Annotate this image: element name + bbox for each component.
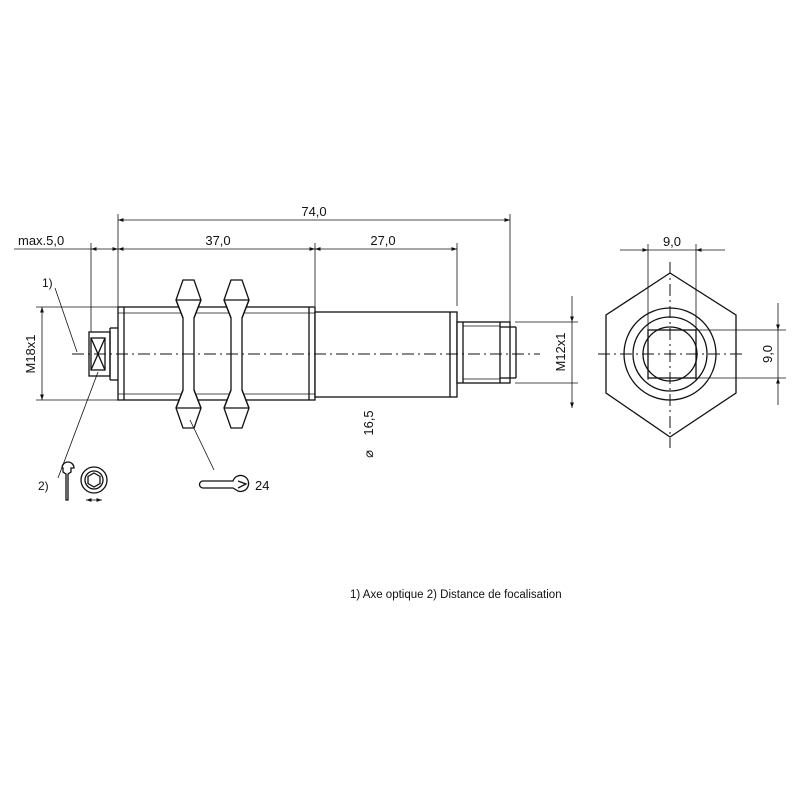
focus-adjust-callout: 2) — [38, 479, 49, 493]
front-width-label: 9,0 — [663, 234, 681, 249]
max-protrusion-label: max.5,0 — [18, 233, 64, 248]
hex-socket-icon — [80, 466, 108, 494]
open-wrench-icon — [198, 474, 250, 493]
barrel-length-label: 27,0 — [370, 233, 395, 248]
overall-length-label: 74,0 — [301, 204, 326, 219]
side-view: 74,0 max.5,0 37,0 27,0 M18x1 M12x1 ⌀ 16,… — [14, 204, 578, 502]
diameter-symbol: ⌀ — [361, 450, 376, 458]
front-view: 9,0 9,0 — [598, 234, 786, 448]
connector-thread-label: M12x1 — [553, 332, 568, 371]
main-thread-label: M18x1 — [23, 334, 38, 373]
adjust-wrench-icon — [61, 461, 75, 501]
focus-adjust-leader — [57, 371, 99, 479]
connector — [456, 321, 511, 384]
threaded-body — [117, 306, 316, 401]
wrench-size-label: 24 — [255, 478, 269, 493]
legend-text: 1) Axe optique 2) Distance de focalisati… — [350, 589, 562, 601]
front-hex-outline — [605, 272, 737, 438]
barrel-diameter-label: 16,5 — [361, 410, 376, 435]
optical-axis-callout: 1) — [42, 276, 53, 290]
nut-leader — [189, 419, 215, 471]
optical-axis-leader — [54, 287, 78, 353]
thread-length-label: 37,0 — [205, 233, 230, 248]
front-height-label: 9,0 — [760, 345, 775, 363]
